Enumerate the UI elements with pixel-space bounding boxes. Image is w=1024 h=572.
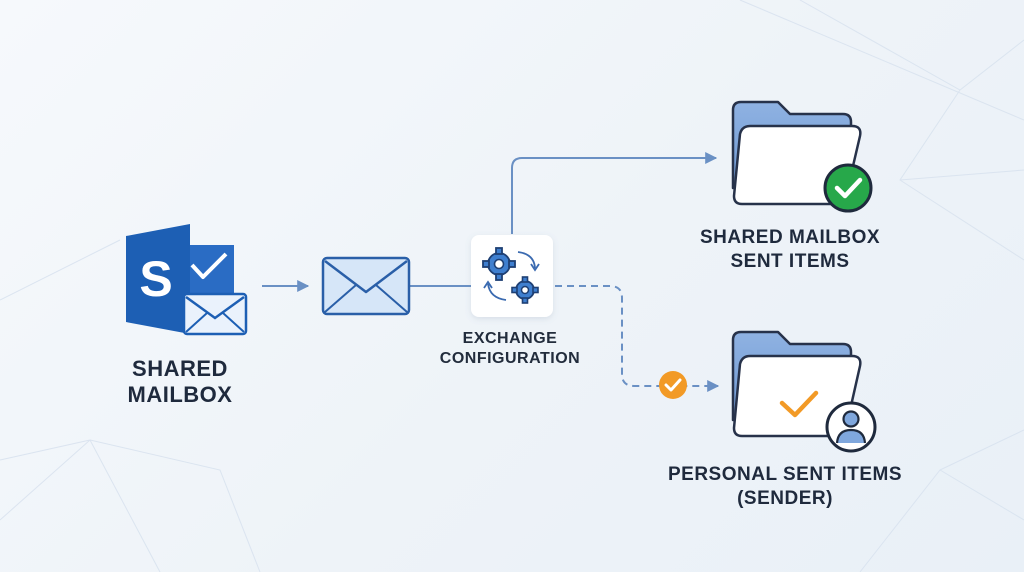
shared-mailbox-label: SHARED MAILBOX bbox=[95, 356, 265, 408]
shared-sent-items-label: SHARED MAILBOX SENT ITEMS bbox=[680, 226, 900, 274]
gear-large-icon bbox=[482, 247, 516, 281]
connector-exchange-to-shared-sent bbox=[511, 152, 718, 234]
personal-sent-label-line2: (SENDER) bbox=[737, 488, 833, 509]
user-badge-icon bbox=[825, 401, 877, 453]
connector-exchange-to-personal-sent bbox=[555, 285, 720, 392]
shared-mailbox-label-line1: SHARED bbox=[132, 356, 228, 381]
folder-check-icon bbox=[731, 100, 873, 213]
svg-text:S: S bbox=[139, 251, 172, 307]
orange-check-badge bbox=[659, 371, 687, 399]
personal-sent-label-line1: PERSONAL SENT ITEMS bbox=[667, 464, 902, 485]
sharepoint-mailbox-icon: S bbox=[126, 224, 248, 336]
folder-user-icon bbox=[731, 330, 877, 453]
personal-sent-items-label: PERSONAL SENT ITEMS (SENDER) bbox=[650, 463, 920, 511]
gear-small-icon bbox=[511, 276, 539, 304]
gears-sync-icon bbox=[471, 235, 553, 317]
shared-sent-label-line2: SENT ITEMS bbox=[730, 251, 850, 272]
shared-sent-label-line1: SHARED MAILBOX bbox=[699, 227, 881, 248]
exchange-configuration-label: EXCHANGE CONFIGURATION bbox=[410, 329, 610, 369]
shared-mailbox-label-line2: MAILBOX bbox=[127, 382, 233, 407]
exchange-label-line1: EXCHANGE bbox=[462, 330, 558, 347]
envelope-icon bbox=[321, 256, 411, 316]
exchange-label-line2: CONFIGURATION bbox=[439, 350, 581, 367]
success-check-badge bbox=[823, 163, 873, 213]
